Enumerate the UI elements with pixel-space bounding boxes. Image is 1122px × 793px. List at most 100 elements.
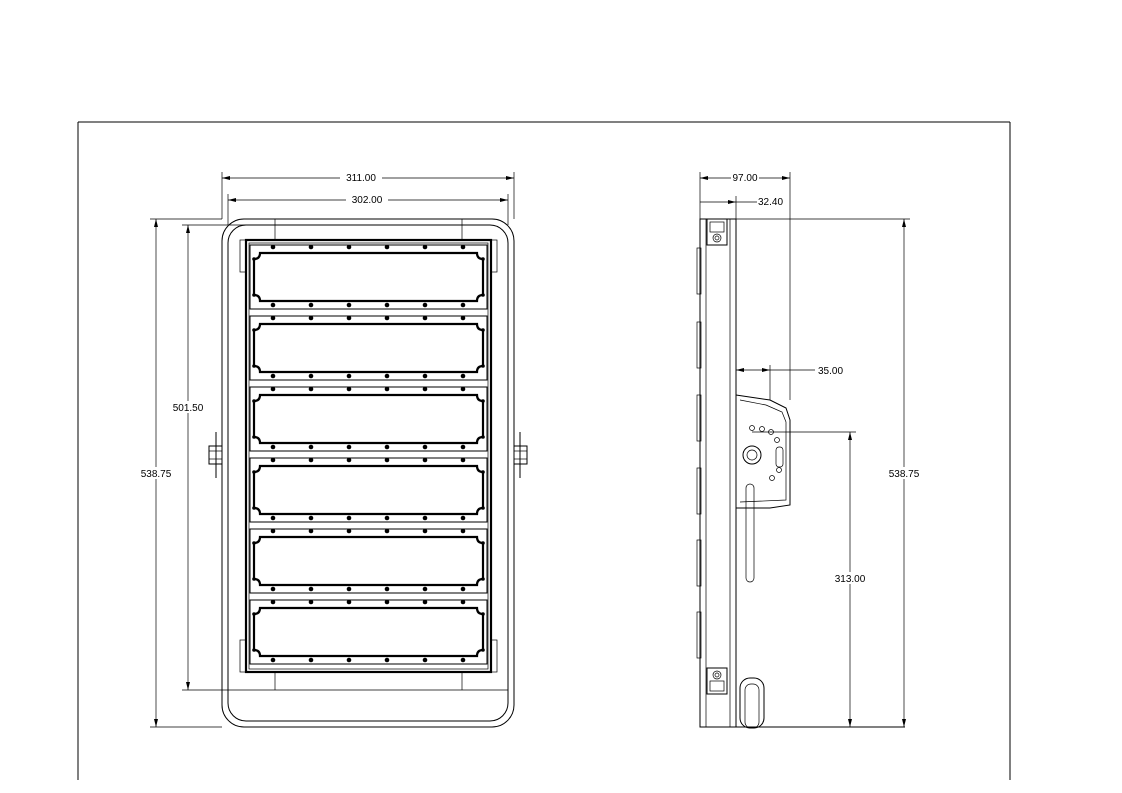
front-housing-outer [221, 218, 515, 728]
screw [270, 386, 276, 392]
right-knob [513, 432, 528, 478]
screw [252, 328, 256, 332]
fin [696, 394, 702, 442]
screw [346, 373, 352, 379]
led-module [249, 386, 488, 452]
side-body [699, 218, 737, 728]
screw [422, 244, 428, 250]
dim-mount-height: 313.00 [835, 574, 866, 585]
screw [308, 586, 314, 592]
screw [384, 457, 390, 463]
screw [481, 648, 485, 652]
screw [308, 373, 314, 379]
screw [346, 444, 352, 450]
dim-side-overall-height: 538.75 [889, 469, 920, 480]
screw [481, 293, 485, 297]
led-module [249, 457, 488, 523]
screw [481, 399, 485, 403]
led-modules [249, 244, 488, 665]
screw [422, 386, 428, 392]
bottom-clip [706, 667, 728, 695]
screw [270, 302, 276, 308]
led-module [249, 599, 488, 665]
screw [422, 444, 428, 450]
bottom-handle [739, 677, 765, 729]
front-panel [244, 238, 493, 674]
screw [308, 657, 314, 663]
screw [252, 435, 256, 439]
screw [460, 444, 466, 450]
screw [460, 528, 466, 534]
screw [384, 315, 390, 321]
screw [346, 586, 352, 592]
screw [270, 528, 276, 534]
screw [481, 506, 485, 510]
screw [422, 315, 428, 321]
dim-inner-width: 302.00 [352, 195, 383, 206]
screw [252, 364, 256, 368]
screw [270, 657, 276, 663]
screw [346, 244, 352, 250]
screw [481, 257, 485, 261]
screw [308, 528, 314, 534]
screw [270, 244, 276, 250]
side-fins [696, 247, 702, 659]
screw [308, 444, 314, 450]
screw [384, 528, 390, 534]
screw [252, 648, 256, 652]
dim-inner-height: 501.50 [173, 403, 204, 414]
side-view: 97.00 32.40 35.00 313.00 538.75 [696, 172, 920, 729]
fin [696, 247, 702, 295]
screw [270, 373, 276, 379]
front-dimensions: 311.00 302.00 501.50 538.75 [140, 172, 515, 728]
screw [422, 302, 428, 308]
screw [422, 373, 428, 379]
fin [696, 539, 702, 587]
screw [460, 315, 466, 321]
screw [460, 599, 466, 605]
screw [384, 386, 390, 392]
screw [252, 399, 256, 403]
screw [346, 599, 352, 605]
dim-front-overall-height: 538.75 [141, 469, 172, 480]
led-module [249, 528, 488, 594]
screw [384, 586, 390, 592]
screw [384, 373, 390, 379]
screw [422, 457, 428, 463]
screw [252, 293, 256, 297]
screw [252, 541, 256, 545]
screw [308, 315, 314, 321]
screw [422, 515, 428, 521]
fin [696, 321, 702, 369]
screw [422, 528, 428, 534]
screw [270, 457, 276, 463]
screw [481, 435, 485, 439]
screw [270, 444, 276, 450]
screw [481, 612, 485, 616]
mount-bracket [735, 394, 791, 583]
screw [252, 612, 256, 616]
left-knob [208, 432, 223, 478]
screw [346, 302, 352, 308]
screw [346, 315, 352, 321]
screw [422, 599, 428, 605]
screw [308, 599, 314, 605]
screw [384, 302, 390, 308]
fin [696, 611, 702, 659]
top-clip [706, 218, 728, 246]
side-dimensions: 97.00 32.40 35.00 313.00 538.75 [699, 172, 920, 727]
screw [460, 244, 466, 250]
screw [308, 457, 314, 463]
screw [270, 515, 276, 521]
screw [460, 657, 466, 663]
screw [422, 657, 428, 663]
screw [460, 586, 466, 592]
screw [252, 257, 256, 261]
led-module [249, 315, 488, 381]
screw [252, 577, 256, 581]
dim-depth: 97.00 [732, 173, 757, 184]
screw [384, 244, 390, 250]
screw [460, 373, 466, 379]
screw [252, 470, 256, 474]
